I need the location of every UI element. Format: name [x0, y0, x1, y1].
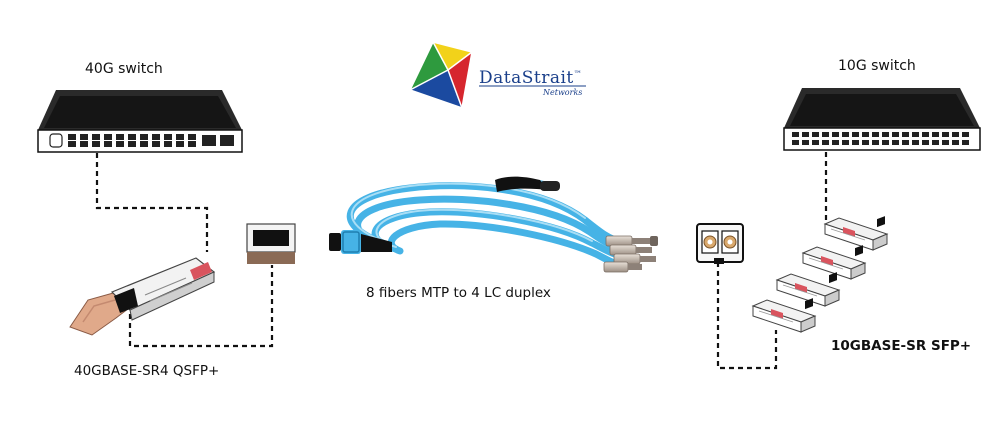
datastrait-logo-mark	[408, 41, 586, 109]
link-40g-switch-to-qsfp	[95, 153, 209, 252]
qsfp-label	[190, 262, 212, 280]
logo-name: DataStrait	[479, 68, 574, 88]
switch-40g	[37, 90, 243, 153]
label-cable: 8 fibers MTP to 4 LC duplex	[366, 285, 551, 301]
switch-10g	[783, 88, 981, 151]
mtp-port-adapter	[246, 223, 296, 264]
switch-40g-ports	[49, 133, 234, 148]
label-10g-switch: 10G switch	[838, 58, 916, 74]
breakout-boot	[495, 176, 560, 192]
mtp-lc-cable	[329, 176, 658, 273]
logo-trademark: ™	[573, 69, 583, 79]
mtp-connector	[329, 230, 392, 254]
label-qsfp: 40GBASE-SR4 QSFP+	[74, 363, 220, 379]
label-sfp: 10GBASE-SR SFP+	[831, 338, 972, 354]
logo-wordmark: DataStrait™	[479, 68, 582, 88]
sfp-module-4	[751, 298, 817, 333]
sfp-module-2	[801, 245, 867, 280]
link-qsfp-to-mtp-port	[128, 265, 274, 348]
qsfp-module	[69, 257, 216, 336]
dashed-link-lines	[95, 152, 828, 370]
label-40g-switch: 40G switch	[85, 61, 163, 77]
link-lc-port-to-10g-switch	[716, 262, 778, 370]
lc-duplex-port	[696, 223, 744, 264]
logo-tagline: Networks	[543, 88, 583, 97]
lc-connectors	[603, 235, 658, 273]
sfp-module-1	[823, 216, 889, 251]
switch-10g-ports	[792, 132, 969, 145]
